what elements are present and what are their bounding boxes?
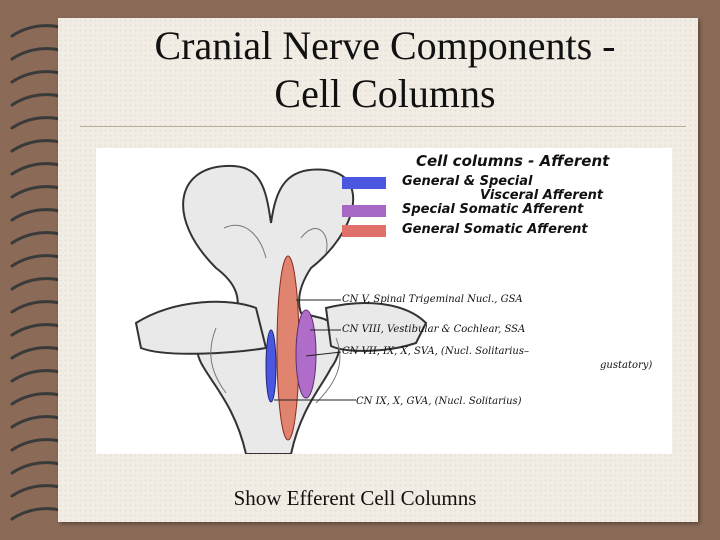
legend-label: General & Special: [402, 174, 533, 189]
left-peduncle: [134, 300, 268, 355]
ssa-column: [295, 309, 317, 399]
legend-title: Cell columns - Afferent: [416, 152, 610, 170]
legend-swatch-red: [342, 225, 386, 237]
caption: Show Efferent Cell Columns: [233, 486, 477, 510]
legend-label: Special Somatic Afferent: [402, 202, 584, 217]
annotation-cn-ix-x-gva: CN IX, X, GVA, (Nucl. Solitarius): [356, 396, 522, 407]
brainstem-illustration: [134, 164, 428, 455]
annotation-cn-v: CN V, Spinal Trigeminal Nucl., GSA: [342, 294, 523, 305]
gva-column: [265, 329, 277, 403]
title-line-2: Cell Columns: [274, 71, 496, 116]
legend-label: Visceral Afferent: [480, 188, 604, 203]
annotation-cn-vii-ix-x: CN VII, IX, X, SVA, (Nucl. Solitarius–: [342, 346, 529, 357]
annotation-gustatory: gustatory): [600, 360, 653, 371]
title-line-1: Cranial Nerve Components -: [154, 23, 616, 68]
annotation-cn-viii: CN VIII, Vestibular & Cochlear, SSA: [342, 324, 526, 335]
legend-label: General Somatic Afferent: [402, 222, 588, 237]
legend-swatch-blue: [342, 177, 386, 189]
legend-swatch-purple: [342, 205, 386, 217]
brainstem-figure: [96, 148, 672, 455]
right-peduncle: [324, 302, 428, 352]
slide-title: Cranial Nerve Components - Cell Columns: [80, 22, 690, 118]
title-divider: [80, 126, 686, 127]
